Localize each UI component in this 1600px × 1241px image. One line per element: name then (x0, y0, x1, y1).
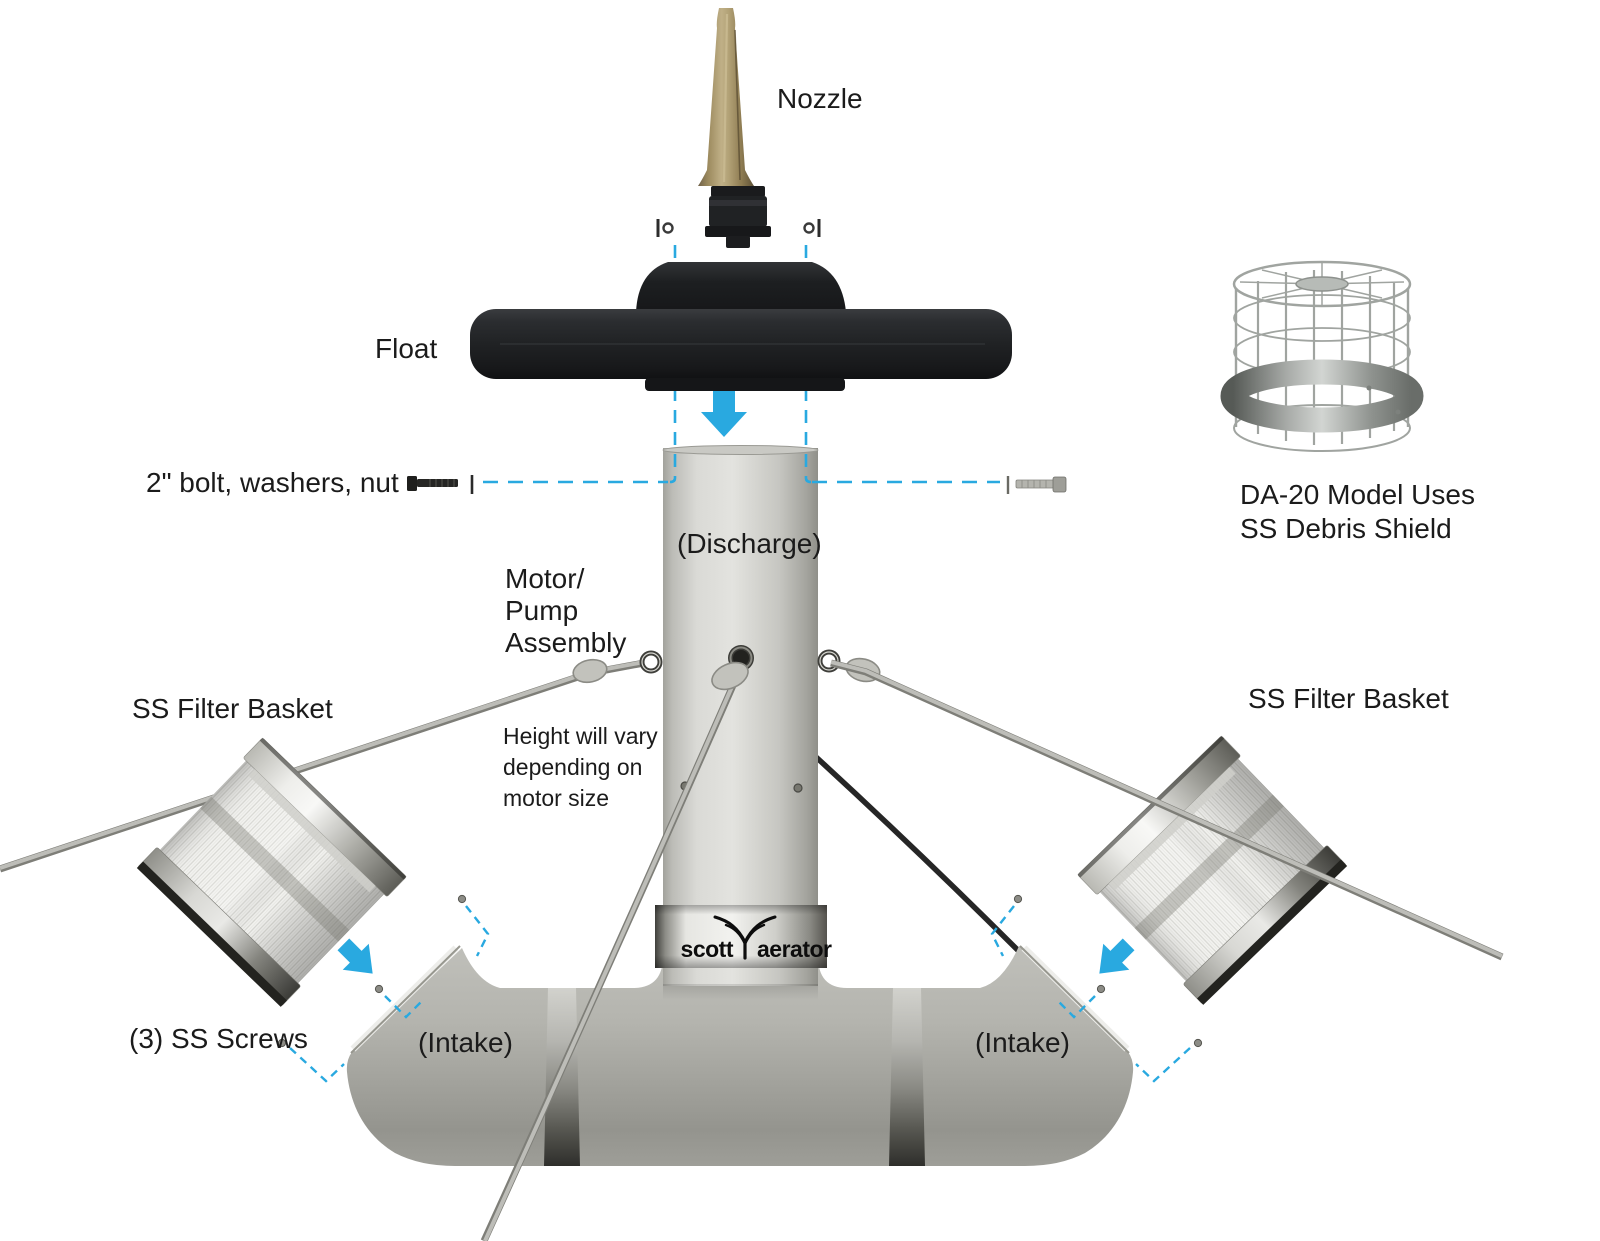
ss-screws-right (990, 894, 1203, 1083)
basket-rim-top (1078, 736, 1241, 895)
pipe-rivet (793, 783, 803, 793)
label-motor-line2: Pump (505, 595, 578, 626)
assembly-direction-arrow-down (701, 391, 747, 437)
pipe-clamp-right (889, 988, 925, 1166)
discharge-pipe-top-rim (662, 445, 819, 455)
nozzle-assembly (656, 8, 821, 248)
label-ss-screws: (3) SS Screws (129, 1023, 308, 1054)
mooring-rope-right (830, 659, 1504, 961)
alignment-guides (483, 245, 1000, 484)
label-nozzle: Nozzle (777, 83, 863, 114)
label-filter-basket-right: SS Filter Basket (1248, 683, 1449, 714)
label-motor-line1: Motor/ (505, 563, 585, 594)
bolt-right-icon (1015, 476, 1067, 493)
label-intake-left: (Intake) (418, 1027, 513, 1058)
label-filter-basket-left: SS Filter Basket (132, 693, 333, 724)
label-float: Float (375, 333, 437, 364)
screw-icon (1096, 984, 1106, 994)
mooring-rope-center (480, 672, 742, 1241)
fountain-logo-icon (713, 915, 777, 960)
label-height-line2: depending on (503, 754, 642, 780)
label-intake-right: (Intake) (975, 1027, 1070, 1058)
float-screw-right-icon (803, 219, 821, 237)
float-hub (636, 262, 846, 312)
cage-solid-band (1220, 359, 1424, 433)
insert-arrow-right (1099, 938, 1135, 974)
screw-icon (1193, 1038, 1203, 1048)
label-bolt-row: 2" bolt, washers, nut (146, 467, 399, 498)
rope-knot (711, 661, 749, 691)
screw-icon (1013, 894, 1023, 904)
motor-pump-assembly: scott aerator (346, 445, 1134, 1166)
label-motor-line3: Assembly (505, 627, 626, 658)
label-debris-line2: SS Debris Shield (1240, 513, 1452, 544)
label-discharge: (Discharge) (677, 528, 822, 559)
filter-basket-right (1077, 735, 1348, 1005)
ss-screws-left (277, 894, 490, 1083)
brand-band: scott aerator (655, 905, 833, 968)
label-debris-line1: DA-20 Model Uses (1240, 479, 1475, 510)
bolt-left-icon (407, 476, 458, 491)
filter-basket-left (136, 737, 407, 1007)
brand-scott: scott (681, 936, 734, 962)
bolt-hardware-row (407, 475, 1067, 494)
label-height-line3: motor size (503, 785, 609, 811)
insert-arrow-left (337, 938, 373, 974)
float-assembly (470, 262, 1012, 391)
float-lip (645, 378, 845, 391)
screw-icon (457, 894, 467, 904)
float-screw-left-icon (656, 219, 674, 237)
cage-top-plate (1239, 263, 1405, 305)
brand-aerator: aerator (757, 936, 832, 962)
rope-knot (572, 658, 608, 684)
label-height-line1: Height will vary (503, 723, 658, 749)
discharge-pipe (663, 448, 818, 986)
screw-icon (277, 1038, 287, 1048)
nozzle-base (705, 186, 771, 248)
debris-shield-cage (1220, 260, 1424, 452)
screw-icon (374, 984, 384, 994)
